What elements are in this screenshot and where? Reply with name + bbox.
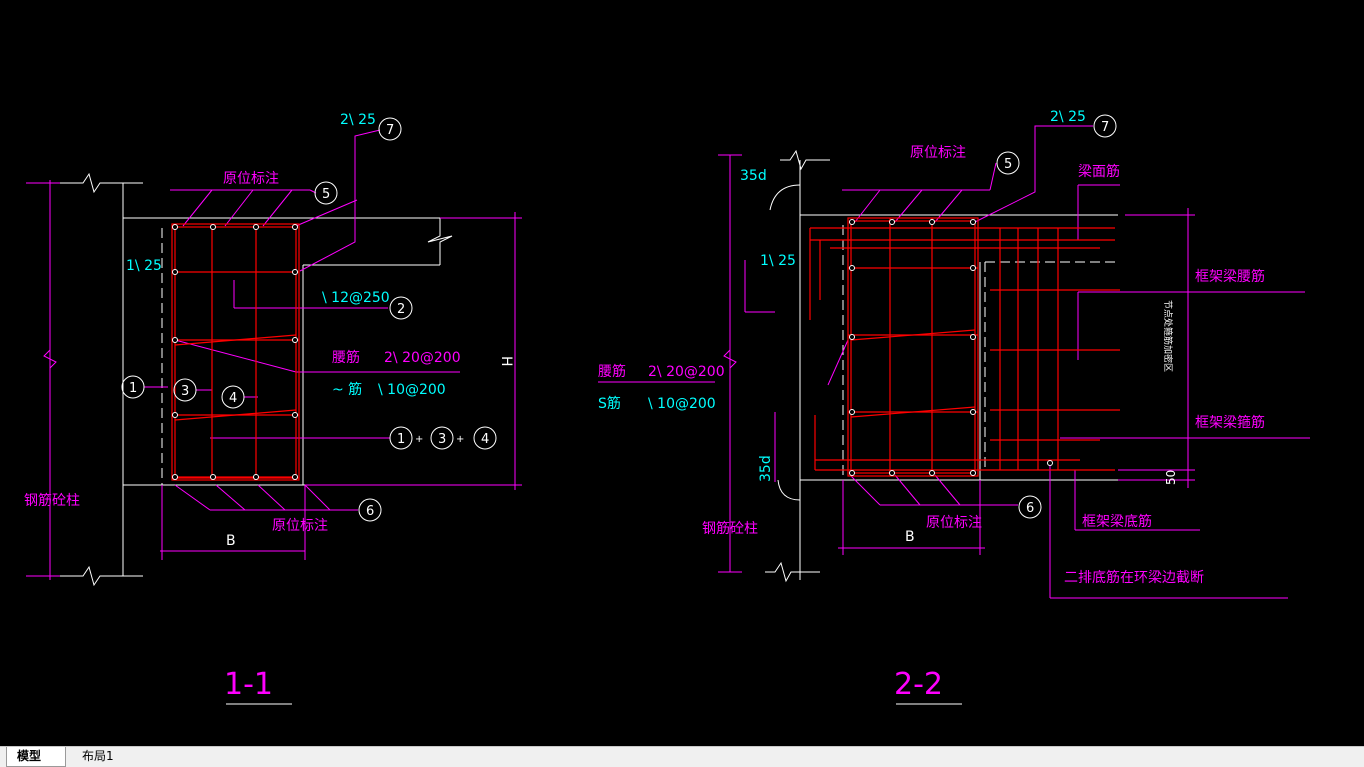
dim-h-label-1: H (498, 356, 514, 367)
vertical-note-2: 节点处箍筋加密区 (1162, 300, 1174, 372)
dim-b-label-1: B (226, 533, 236, 549)
top-bar-label-2: 2\ 25 (1050, 109, 1086, 125)
svg-text:5: 5 (322, 187, 330, 202)
waist-label-2: 腰筋 (598, 363, 626, 380)
svg-text:3: 3 (181, 384, 189, 399)
dim-b-label-2: B (905, 529, 915, 545)
stirrup-label-1: \ 12@250 (322, 290, 390, 306)
section-2-2: 2\ 25 35d 原位标注 梁面筋 1\ 25 框架梁腰筋 节点处箍筋加密区 … (598, 109, 1310, 705)
tie-label-1: ~ 筋 (332, 381, 362, 398)
beam-top-bar-label: 梁面筋 (1078, 163, 1120, 180)
svg-text:7: 7 (386, 123, 394, 138)
svg-text:+: + (456, 434, 464, 445)
original-mark-bottom-2: 原位标注 (926, 515, 982, 531)
rebar-dots-1 (172, 224, 298, 480)
column-label-1: 钢筋砼柱 (24, 492, 80, 509)
section-title-1-1: 1-1 (224, 667, 273, 702)
side-bar-label-1: 1\ 25 (126, 258, 162, 274)
tab-layout-1[interactable]: 布局1 (82, 749, 114, 763)
svg-text:+: + (415, 434, 423, 445)
tab-model[interactable]: 模型 (6, 747, 66, 767)
svg-text:1: 1 (397, 432, 405, 447)
frame-stirrup-label: 框架梁箍筋 (1195, 414, 1265, 431)
dimension-lines-2 (598, 125, 1310, 599)
svg-text:5: 5 (1004, 157, 1012, 172)
section-1-1: 2\ 25 原位标注 1\ 25 \ 12@250 腰筋 2\ 20@200 ~… (24, 112, 522, 705)
callout-6-s2: 6 (1018, 495, 1042, 519)
svg-text:2: 2 (397, 302, 405, 317)
original-mark-top-2: 原位标注 (910, 145, 966, 161)
frame-waist-label: 框架梁腰筋 (1195, 268, 1265, 285)
cad-drawing-canvas[interactable]: ... ... ... ... ... (0, 0, 1364, 746)
svg-text:1: 1 (129, 381, 137, 396)
tie-value-2: \ 10@200 (648, 396, 716, 412)
layout-tab-bar: 模型 布局1 (0, 746, 1364, 767)
rebar-cage-2 (809, 217, 1120, 477)
frame-bottom-label: 框架梁底筋 (1082, 513, 1152, 530)
svg-text:6: 6 (366, 504, 374, 519)
callout-7-s2: 7 (1093, 114, 1117, 138)
waist-value-2: 2\ 20@200 (648, 364, 725, 380)
callout-2-s1: 2 (389, 296, 413, 320)
rebar-cage-1 (171, 223, 300, 481)
column-outline-2 (765, 149, 1118, 583)
original-mark-top-1: 原位标注 (223, 171, 279, 187)
callout-3-s1: 3 (173, 378, 197, 402)
anchor-bottom-label-2: 35d (758, 455, 774, 482)
callout-1-s1: 1 (121, 375, 145, 399)
dim-50-label: 50 (1164, 470, 1178, 485)
combo-callout-1-3-4: 1 + 3 + 4 (389, 426, 497, 450)
callout-4-s1: 4 (221, 385, 245, 409)
original-mark-bottom-1: 原位标注 (272, 518, 328, 534)
column-label-2: 钢筋砼柱 (702, 520, 758, 537)
top-bar-label-1: 2\ 25 (340, 112, 376, 128)
anchor-top-label-2: 35d (740, 168, 767, 184)
callout-6-s1: 6 (358, 498, 382, 522)
rebar-dots-2 (849, 219, 1053, 476)
ring-beam-note: 二排底筋在环梁边截断 (1064, 569, 1204, 586)
waist-value-1: 2\ 20@200 (384, 350, 461, 366)
svg-text:7: 7 (1101, 120, 1109, 135)
section-title-2-2: 2-2 (894, 667, 943, 702)
svg-text:4: 4 (481, 432, 489, 447)
svg-text:4: 4 (229, 391, 237, 406)
side-bar-label-2: 1\ 25 (760, 253, 796, 269)
callout-5-s2: 5 (996, 151, 1020, 175)
tie-value-1: \ 10@200 (378, 382, 446, 398)
callout-5-s1: 5 (314, 181, 338, 205)
callout-7-s1: 7 (378, 117, 402, 141)
tie-label-2: S筋 (598, 395, 621, 412)
svg-text:6: 6 (1026, 501, 1034, 516)
dimension-lines-1 (26, 129, 522, 580)
waist-label-1: 腰筋 (332, 349, 360, 366)
drawing-title-partial: ... ... ... ... ... (335, 0, 426, 2)
svg-text:3: 3 (438, 432, 446, 447)
column-outline-1 (42, 172, 453, 587)
